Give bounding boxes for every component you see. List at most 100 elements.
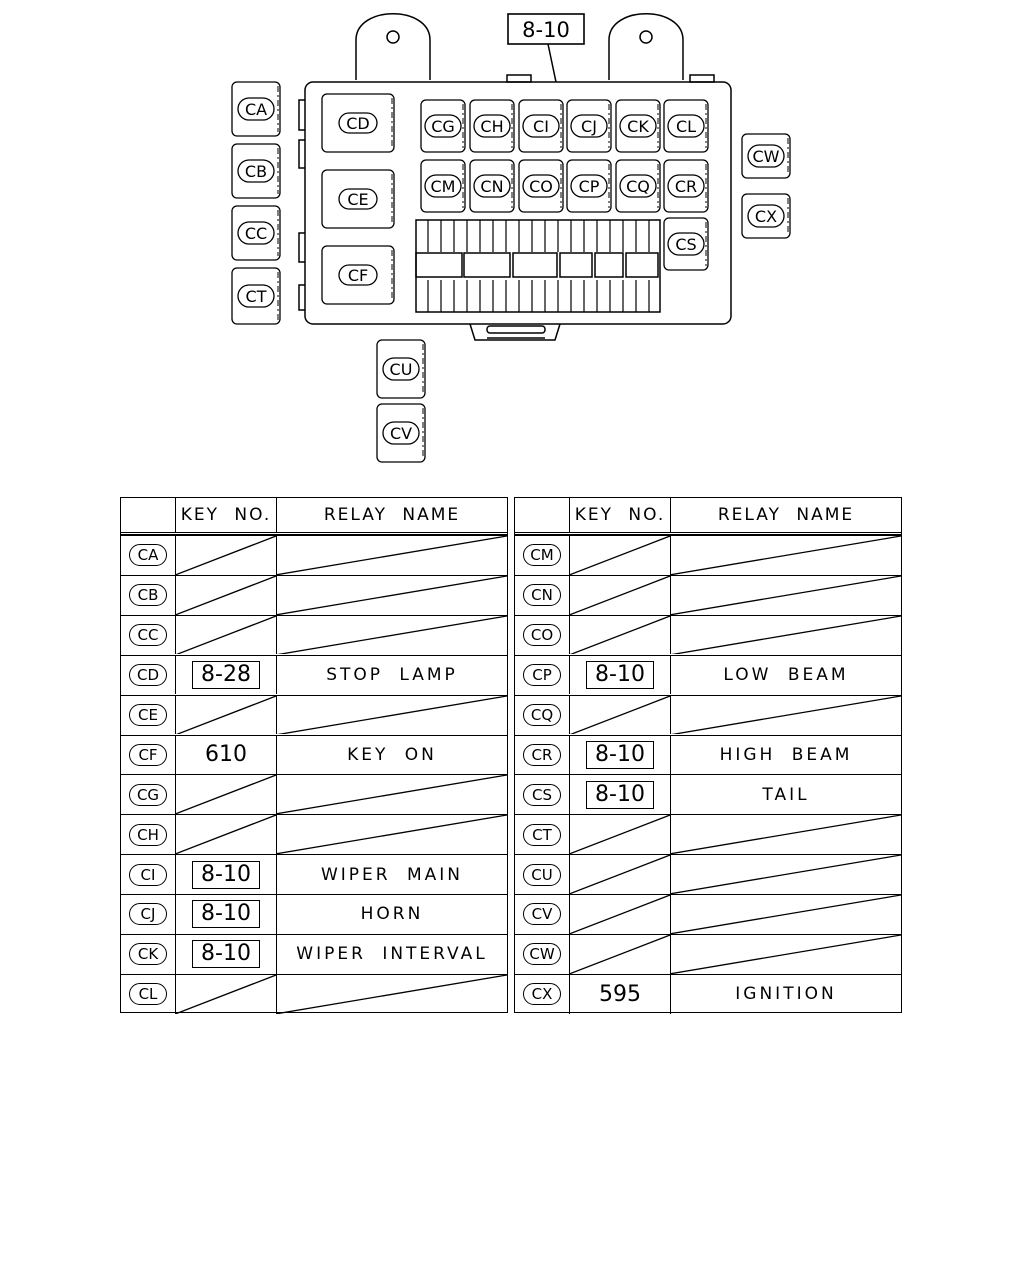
empty-slash-mark [671, 616, 901, 655]
relay-name-cell [671, 855, 901, 894]
key-no-cell [176, 615, 277, 655]
key-no-cell: 8-10 [570, 735, 671, 775]
relay-id-cell: CE [121, 695, 176, 735]
relay-id-cell: CR [515, 735, 570, 775]
relay-slot-cx: CX [741, 193, 791, 239]
relay-slot-badge [338, 112, 378, 134]
relay-id-cell: CC [121, 615, 176, 655]
key-no-cell [176, 775, 277, 815]
empty-slash-mark [671, 935, 901, 974]
relay-name-cell: WIPER MAIN [277, 855, 507, 894]
relay-name-cell [277, 696, 507, 735]
table-header: KEY NO. RELAY NAME [515, 498, 901, 535]
relay-name-cell [277, 616, 507, 655]
header-id-cell [121, 498, 176, 532]
mounting-tab-left [355, 13, 431, 80]
relay-slot-cn: CN [469, 159, 515, 213]
relay-slot-label: CO [529, 177, 553, 196]
relay-name-value: STOP LAMP [326, 665, 458, 686]
key-no-cell [176, 974, 277, 1014]
key-no-cell [570, 855, 671, 894]
relay-slot-badge [382, 357, 420, 381]
relay-name-cell: KEY ON [277, 736, 507, 775]
relay-name-cell [671, 536, 901, 575]
table-row: CV [515, 894, 901, 934]
empty-slash-mark [176, 775, 276, 814]
empty-slash-mark [671, 855, 901, 894]
header-key-cell: KEY NO. [570, 498, 671, 532]
empty-slash-mark [176, 815, 276, 854]
relay-id-badge: CT [523, 823, 561, 846]
header-key-label: KEY NO. [180, 505, 272, 525]
empty-slash-mark [671, 895, 901, 934]
relay-name-cell [671, 616, 901, 655]
relay-id-badge: CJ [129, 903, 167, 926]
empty-slash-mark [671, 696, 901, 735]
empty-slash-mark [671, 576, 901, 615]
relay-slot-ch: CH [469, 99, 515, 153]
relay-name-value: IGNITION [735, 984, 837, 1005]
key-no-cell: 610 [176, 735, 277, 775]
relay-id-badge: CP [523, 664, 561, 687]
relay-slot-label: CK [627, 117, 649, 136]
relay-slot-badge [237, 284, 275, 308]
relay-id-badge: CC [129, 624, 167, 647]
relay-id-cell: CK [121, 935, 176, 974]
header-relay-cell: RELAY NAME [277, 498, 507, 532]
relay-id-cell: CN [515, 575, 570, 615]
table-row: CE [121, 694, 507, 735]
relay-slot-cf: CF [321, 245, 395, 305]
relay-slot-cu: CU [376, 339, 426, 399]
relay-id-cell: CM [515, 536, 570, 575]
relay-slot-badge [424, 174, 462, 198]
empty-slash-mark [671, 815, 901, 854]
key-no-cell: 595 [570, 974, 671, 1014]
relay-id-badge: CD [129, 664, 167, 687]
relay-slot-cq: CQ [615, 159, 661, 213]
relay-name-cell [671, 935, 901, 974]
key-no-cell [570, 615, 671, 655]
table-row: CQ [515, 694, 901, 735]
relay-slot-label: CM [431, 177, 456, 196]
table-row: CI 8-10 WIPER MAIN [121, 854, 507, 894]
relay-id-cell: CA [121, 536, 176, 575]
relay-name-value: TAIL [762, 784, 810, 805]
relay-name-cell: LOW BEAM [671, 656, 901, 695]
relay-id-badge: CS [523, 783, 561, 806]
relay-id-cell: CV [515, 895, 570, 934]
relay-slot-cc: CC [231, 205, 281, 261]
relay-slot-label: CQ [626, 177, 650, 196]
relay-id-badge: CO [523, 624, 561, 647]
relay-id-cell: CO [515, 615, 570, 655]
key-no-cell [570, 575, 671, 615]
relay-id-badge: CG [129, 783, 167, 806]
relay-name-cell [277, 536, 507, 575]
relay-name-cell: TAIL [671, 775, 901, 814]
relay-name-cell: WIPER INTERVAL [277, 935, 507, 974]
relay-slot-badge [382, 421, 420, 445]
key-no-value: 8-10 [192, 860, 260, 889]
empty-slash-mark [176, 975, 276, 1014]
relay-slot-badge [747, 204, 785, 228]
relay-name-cell [671, 696, 901, 735]
relay-name-value: KEY ON [347, 744, 437, 765]
relay-slot-badge [747, 144, 785, 168]
relay-slot-badge [473, 114, 511, 138]
key-no-value: 595 [599, 981, 641, 1007]
relay-slot-cm: CM [420, 159, 466, 213]
relay-name-cell [277, 975, 507, 1014]
key-no-cell [570, 695, 671, 735]
key-no-cell [570, 935, 671, 974]
relay-id-badge: CI [129, 863, 167, 886]
key-no-cell [570, 815, 671, 854]
empty-slash-mark [570, 576, 670, 615]
relay-id-badge: CX [523, 983, 561, 1006]
table-row: CW [515, 934, 901, 974]
relay-id-badge: CQ [523, 703, 561, 726]
empty-slash-mark [277, 975, 507, 1014]
relay-id-cell: CD [121, 655, 176, 695]
